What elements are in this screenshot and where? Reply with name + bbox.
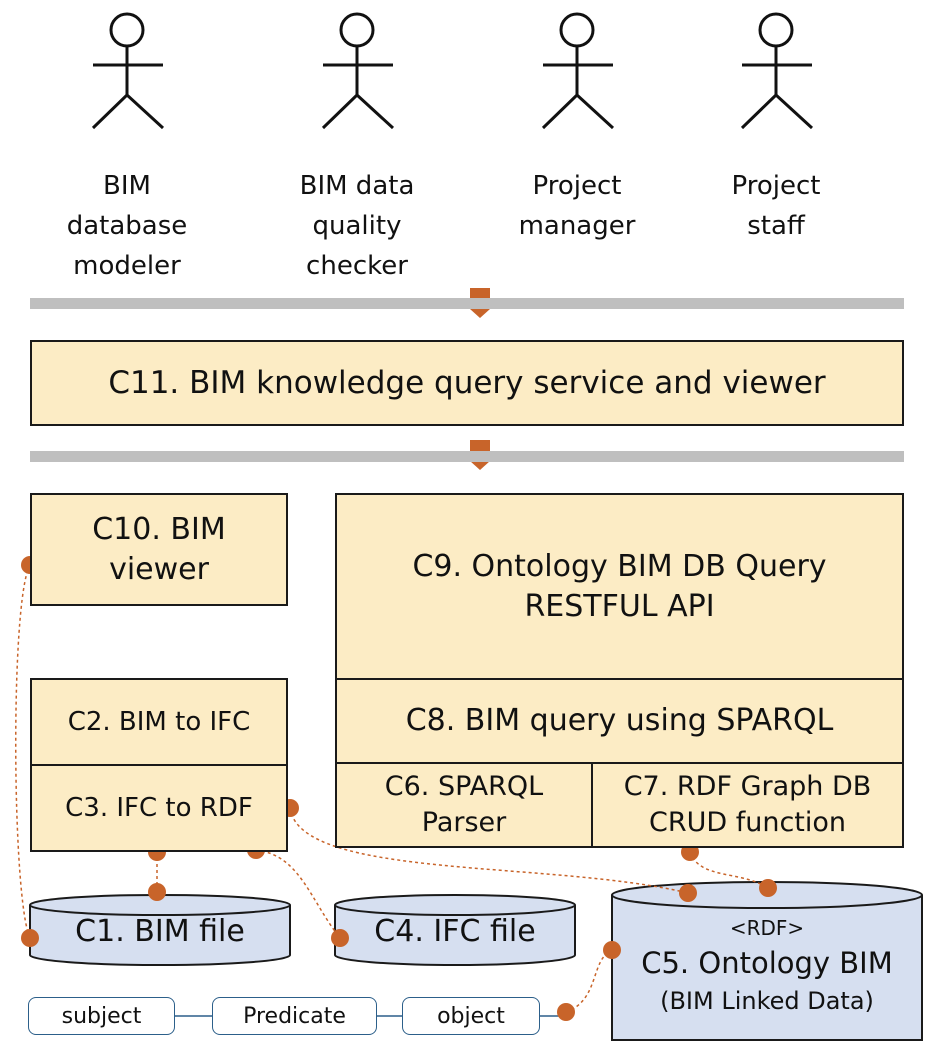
actor-label-line: checker — [306, 251, 408, 281]
component-c3: C3. IFC to RDF — [30, 764, 288, 852]
actor-label-line: quality — [312, 211, 402, 241]
actor-icon — [91, 12, 165, 130]
actor-label-line: BIM — [103, 171, 151, 201]
connector-dot — [603, 941, 621, 959]
component-c9: C9. Ontology BIM DB Query RESTFUL API — [335, 493, 904, 680]
component-c10-label: C10. BIM — [92, 511, 226, 547]
layer-divider — [30, 298, 904, 309]
triple-predicate: Predicate — [212, 997, 377, 1035]
triple-predicate-label: Predicate — [243, 1003, 346, 1029]
triple-subject: subject — [28, 997, 175, 1035]
component-c9-label: RESTFUL API — [524, 588, 715, 624]
triple-object-label: object — [437, 1003, 505, 1029]
component-c10-label: viewer — [109, 551, 209, 587]
component-c11: C11. BIM knowledge query service and vie… — [30, 340, 904, 426]
component-c11-label: C11. BIM knowledge query service and vie… — [108, 365, 826, 401]
actor-label-bim-data-quality-checker: BIM data quality checker — [267, 166, 447, 286]
component-c5-tag: <RDF> — [729, 916, 805, 940]
component-c10: C10. BIM viewer — [30, 493, 288, 606]
component-c5-subtitle: (BIM Linked Data) — [660, 987, 874, 1015]
component-c6-label: Parser — [421, 807, 507, 838]
component-c7: C7. RDF Graph DB CRUD function — [591, 762, 904, 848]
actor-icon — [740, 12, 814, 130]
actor-label-line: staff — [747, 211, 805, 241]
actor-label-line: BIM data — [299, 171, 415, 201]
actor-label-line: modeler — [73, 251, 181, 281]
connector-dot — [148, 883, 166, 901]
connector-dot — [759, 879, 777, 897]
component-c9-label: C9. Ontology BIM DB Query — [412, 548, 827, 584]
connector-dot — [331, 929, 349, 947]
actor-label-line: Project — [731, 171, 821, 201]
actor-label-line: database — [66, 211, 188, 241]
actor-label-project-staff: Project staff — [686, 166, 866, 246]
connector-dot — [557, 1003, 575, 1021]
database-cylinder-c4 — [334, 894, 576, 966]
actor-icon — [321, 12, 395, 130]
layer-divider — [30, 451, 904, 462]
actor-label-line: manager — [518, 211, 636, 241]
component-c6-label: C6. SPARQL — [384, 771, 544, 802]
component-c2-label: C2. BIM to IFC — [67, 707, 251, 737]
component-c4-label: C4. IFC file — [374, 914, 536, 949]
component-c7-label: CRUD function — [648, 807, 847, 838]
connector-dot — [21, 929, 39, 947]
component-c6: C6. SPARQL Parser — [335, 762, 593, 848]
component-c1-label: C1. BIM file — [75, 914, 245, 949]
database-cylinder-c1 — [29, 894, 291, 966]
actor-label-line: Project — [532, 171, 622, 201]
component-c8-label: C8. BIM query using SPARQL — [405, 703, 834, 738]
connector-c3-c4 — [255, 849, 341, 939]
component-c3-label: C3. IFC to RDF — [65, 793, 253, 823]
connector-dot — [679, 884, 697, 902]
connector-c3-c5 — [289, 807, 689, 894]
actor-icon — [541, 12, 615, 130]
component-c2: C2. BIM to IFC — [30, 678, 288, 766]
component-c5-title: C5. Ontology BIM — [641, 946, 893, 980]
connector-object-c5 — [565, 949, 613, 1013]
component-c7-label: C7. RDF Graph DB — [623, 771, 872, 802]
actor-label-project-manager: Project manager — [487, 166, 667, 246]
connector-c10-c1 — [15, 564, 31, 939]
triple-subject-label: subject — [61, 1003, 142, 1029]
actor-label-bim-database-modeler: BIM database modeler — [37, 166, 217, 286]
triple-object: object — [402, 997, 540, 1035]
component-c5: <RDF> C5. Ontology BIM (BIM Linked Data) — [612, 914, 922, 1018]
component-c8: C8. BIM query using SPARQL — [335, 678, 904, 764]
